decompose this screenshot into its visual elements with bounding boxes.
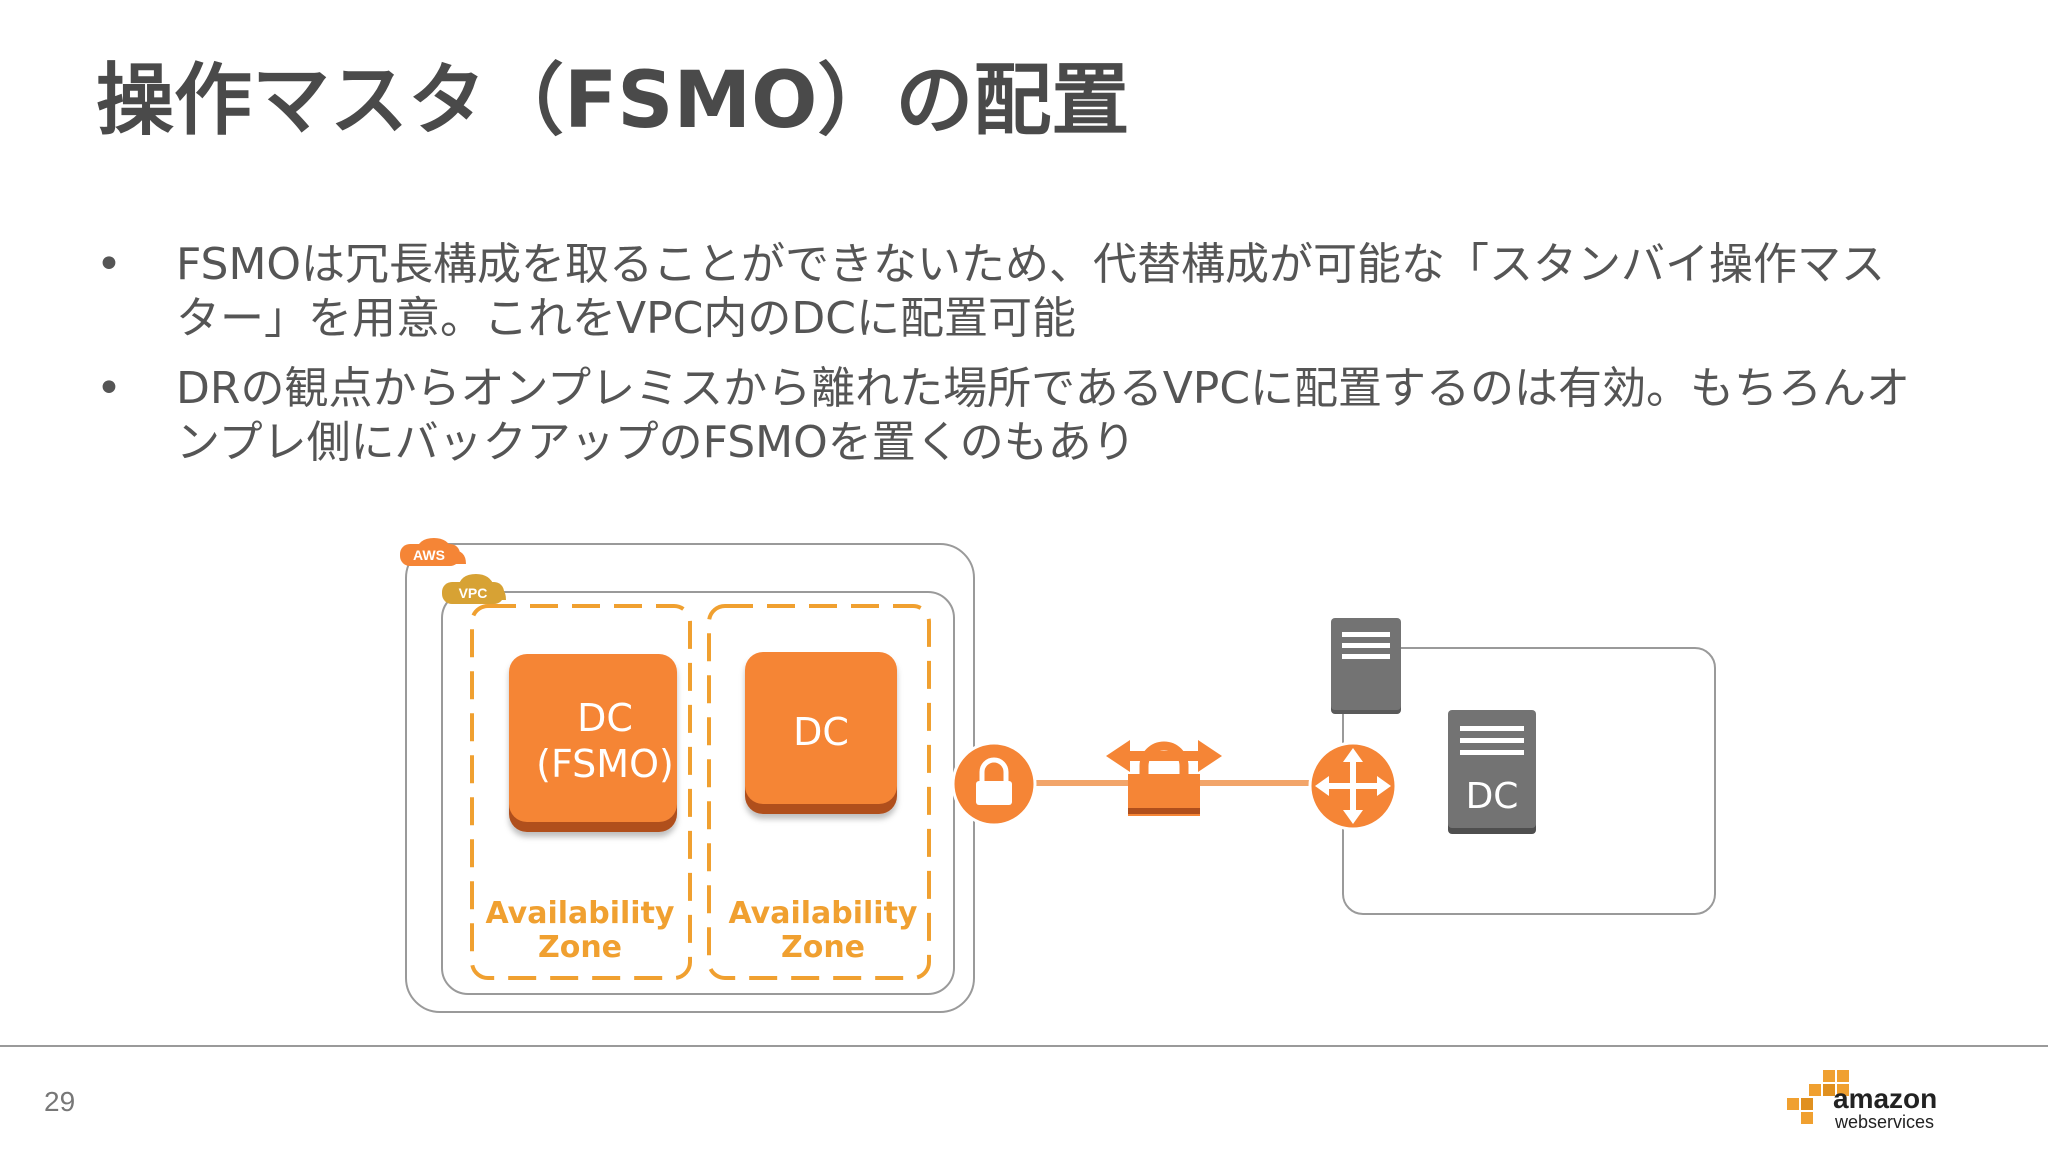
amazon-web-services-logo: amazon webservices — [1787, 1070, 1937, 1132]
az1-label-line1: Availability — [486, 896, 675, 931]
dc-fsmo-label-line2: (FSMO) — [536, 742, 674, 786]
vpc-cloud-icon: VPC — [442, 574, 506, 604]
slide-title: 操作マスタ（FSMO）の配置 — [96, 56, 1130, 146]
bullet-list: • FSMOは冗長構成を取ることができないため、代替構成が可能な「スタンバイ操作… — [96, 238, 1926, 486]
corporate-datacenter-icon — [1331, 618, 1401, 714]
dc2-label: DC — [793, 710, 849, 754]
onprem-dc-server — [1448, 710, 1536, 834]
az2-label-line2: Zone — [781, 930, 865, 965]
customer-gateway-router-icon — [1308, 741, 1398, 831]
bullet-item: • FSMOは冗長構成を取ることができないため、代替構成が可能な「スタンバイ操作… — [96, 238, 1926, 346]
page-number: 29 — [44, 1086, 76, 1117]
dc-fsmo-label-line1: DC — [577, 696, 633, 740]
az1-label-line2: Zone — [538, 930, 622, 965]
bullet-text: FSMOは冗長構成を取ることができないため、代替構成が可能な「スタンバイ操作マス… — [176, 239, 1886, 344]
aws-cubes-icon — [1787, 1070, 1849, 1124]
logo-amazon-text: amazon — [1833, 1083, 1937, 1114]
bullet-item: • DRの観点からオンプレミスから離れた場所であるVPCに配置するのは有効。もち… — [96, 362, 1926, 470]
vpc-badge-label: VPC — [459, 585, 488, 601]
availability-zone-1 — [470, 604, 692, 980]
logo-webservices-text: webservices — [1834, 1112, 1934, 1132]
aws-cloud-icon: AWS — [400, 538, 466, 566]
vpn-gateway-icon — [951, 741, 1037, 827]
bullet-marker: • — [96, 239, 122, 290]
az2-label-line1: Availability — [729, 896, 918, 931]
dc-server-2 — [745, 652, 897, 814]
bullet-marker: • — [96, 363, 122, 414]
bullet-text: DRの観点からオンプレミスから離れた場所であるVPCに配置するのは有効。もちろん… — [176, 363, 1911, 468]
vpn-connection-icon — [1106, 740, 1222, 816]
onprem-dc-label: DC — [1466, 776, 1519, 817]
footer-divider — [0, 1045, 2048, 1047]
availability-zone-2 — [707, 604, 931, 980]
aws-badge-label: AWS — [413, 547, 445, 563]
dc-fsmo-server — [509, 654, 677, 832]
